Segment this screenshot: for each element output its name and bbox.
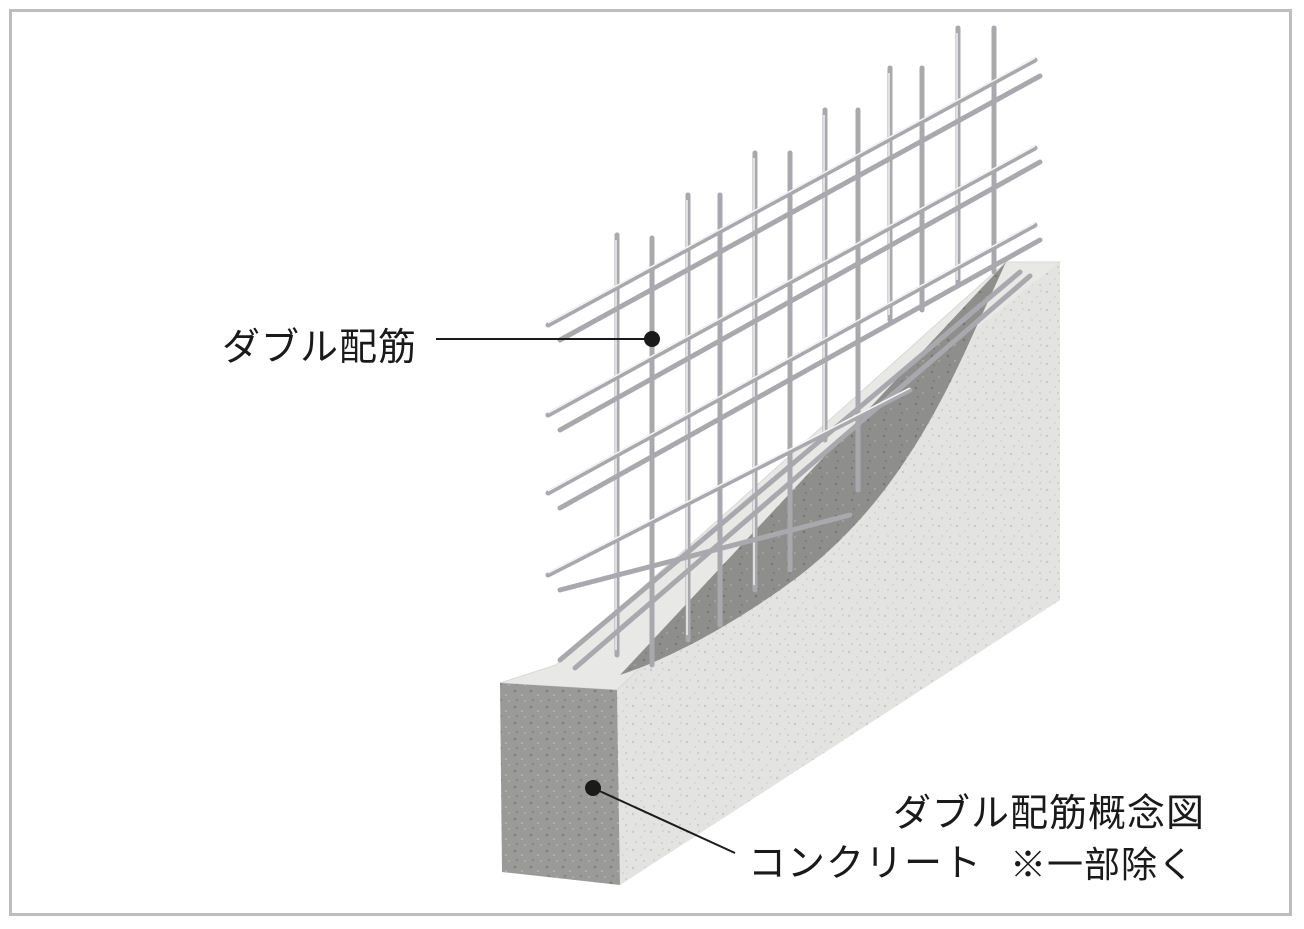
concrete-leader-dot xyxy=(585,780,601,796)
concrete-label: コンクリート xyxy=(748,832,982,887)
caption-title: ダブル配筋概念図 xyxy=(893,782,1205,837)
caption-note: ※一部除く xyxy=(1010,836,1195,888)
rebar-leader-dot xyxy=(644,331,660,347)
concrete-front-face xyxy=(500,683,620,885)
rebar-label: ダブル配筋 xyxy=(222,316,417,371)
